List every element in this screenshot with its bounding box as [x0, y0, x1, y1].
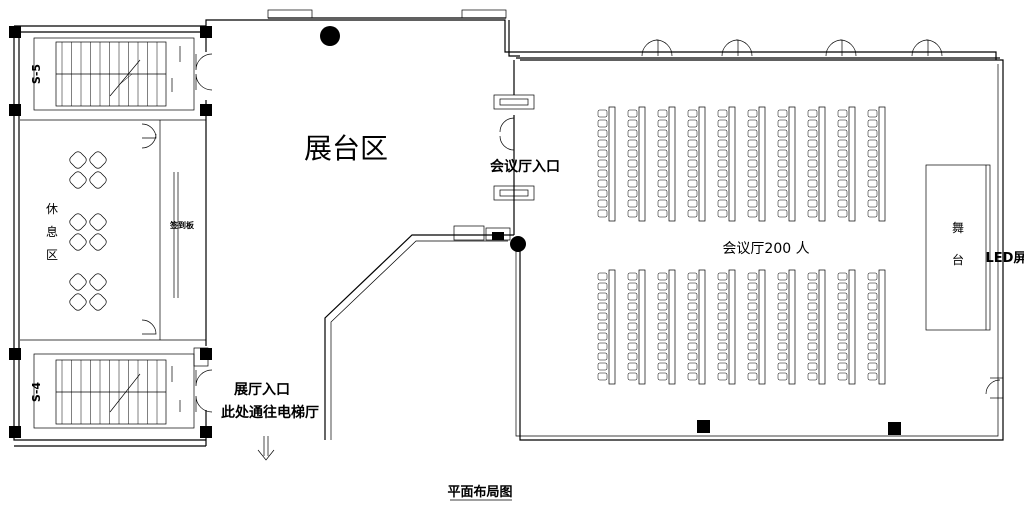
- elevator-note-label: 此处通往电梯厅: [221, 404, 319, 421]
- entrance-arrow-icon: [257, 436, 275, 461]
- stage-label-2: 台: [952, 252, 964, 267]
- seat-column: [597, 269, 616, 385]
- seat-column: [657, 106, 676, 222]
- meeting-hall-seating: [597, 106, 886, 385]
- staircase-top: S-5: [30, 37, 195, 111]
- seat-column: [867, 106, 886, 222]
- rest-area-label-3: 区: [46, 248, 58, 262]
- entrance-desks: [453, 94, 535, 241]
- seat-column: [717, 106, 736, 222]
- seat-column: [807, 269, 826, 385]
- seat-column: [777, 269, 796, 385]
- seat-column: [837, 106, 856, 222]
- seat-column: [747, 106, 766, 222]
- led-screen-label: LED屏: [986, 251, 1024, 266]
- seat-column: [627, 106, 646, 222]
- stair-label-bottom: S-4: [30, 382, 43, 402]
- rest-table: [69, 151, 107, 189]
- seat-column: [867, 269, 886, 385]
- rest-area: 签到板 休 息 区: [46, 151, 195, 311]
- door-swings: [141, 39, 1001, 413]
- seat-column: [777, 106, 796, 222]
- sign-board-label: 签到板: [169, 220, 195, 230]
- seat-column: [717, 269, 736, 385]
- meeting-hall-label: 会议厅200 人: [722, 241, 809, 257]
- seat-column: [687, 269, 706, 385]
- stair-label-top: S-5: [30, 64, 43, 84]
- seat-column: [837, 269, 856, 385]
- rest-table: [69, 213, 107, 251]
- seat-column: [747, 269, 766, 385]
- plan-title: 平面布局图: [447, 484, 512, 500]
- seat-column: [627, 269, 646, 385]
- seat-column: [597, 106, 616, 222]
- stage-label-1: 舞: [952, 221, 964, 235]
- hall-entrance-label: 展厅入口: [234, 382, 290, 398]
- stage: 舞 台: [925, 164, 991, 331]
- seat-column: [687, 106, 706, 222]
- exhibition-area-label: 展台区: [304, 132, 388, 165]
- rest-area-label-1: 休: [46, 202, 58, 216]
- staircase-bottom: S-4: [30, 353, 195, 429]
- rest-table: [69, 273, 107, 311]
- structural-columns: [9, 26, 901, 438]
- seat-column: [807, 106, 826, 222]
- rest-area-label-2: 息: [46, 224, 58, 239]
- seat-column: [657, 269, 676, 385]
- meeting-entrance-label: 会议厅入口: [490, 158, 560, 175]
